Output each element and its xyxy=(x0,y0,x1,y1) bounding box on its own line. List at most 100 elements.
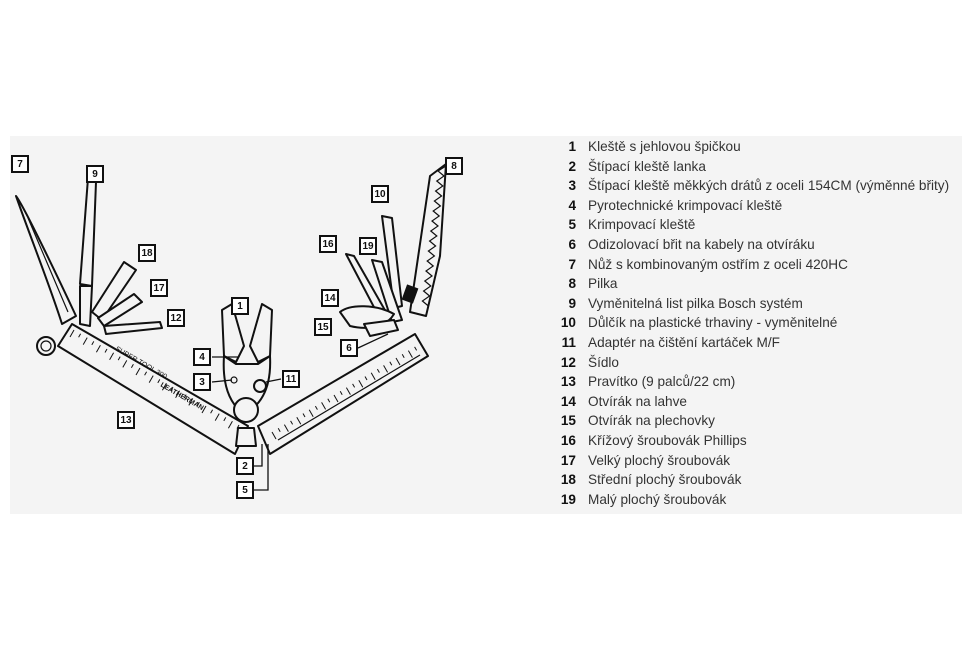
callout-5: 5 xyxy=(236,481,254,499)
legend-number: 8 xyxy=(568,276,576,292)
legend-item: 19 Malý plochý šroubovák xyxy=(560,490,949,510)
callout-15: 15 xyxy=(314,318,332,336)
callout-1: 1 xyxy=(231,297,249,315)
callout-number: 15 xyxy=(317,322,329,333)
legend-item: 17 Velký plochý šroubovák xyxy=(560,451,949,471)
legend-number: 6 xyxy=(568,236,576,252)
legend-item: 18 Střední plochý šroubovák xyxy=(560,470,949,490)
legend-item: 3 Štípací kleště měkkých drátů z oceli 15… xyxy=(560,176,949,196)
legend-item: 13 Pravítko (9 palců/22 cm) xyxy=(560,372,949,392)
legend-number: 4 xyxy=(568,197,576,213)
legend-label: Kleště s jehlovou špičkou xyxy=(588,139,741,154)
callout-number: 7 xyxy=(17,159,23,170)
legend-number: 9 xyxy=(568,295,576,311)
legend-number: 10 xyxy=(560,315,576,331)
legend-label: Důlčík na plastické trhaviny - vyměnitel… xyxy=(588,315,838,331)
callout-9: 9 xyxy=(86,165,104,183)
legend-item: 5 Krimpovací kleště xyxy=(560,215,949,235)
legend-number: 3 xyxy=(568,178,576,194)
callout-number: 4 xyxy=(199,352,205,363)
callout-4: 4 xyxy=(193,348,211,366)
callout-8: 8 xyxy=(445,157,463,175)
callout-number: 2 xyxy=(242,461,248,472)
callout-number: 14 xyxy=(324,293,336,304)
callout-number: 13 xyxy=(120,415,132,426)
leader-lines xyxy=(211,333,389,491)
callout-16: 16 xyxy=(319,235,337,253)
legend-item: 7 Nůž s kombinovaným ostřím z oceli 420HC xyxy=(560,255,949,275)
pliers-head xyxy=(221,303,273,447)
legend-label: Nůž s kombinovaným ostřím z oceli 420HC xyxy=(588,256,848,272)
legend-number: 17 xyxy=(560,452,576,468)
callout-3: 3 xyxy=(193,373,211,391)
legend-number: 7 xyxy=(568,256,576,272)
left-handle: LEATHERMAN SUPER TOOL 300 xyxy=(36,323,249,455)
legend-label: Malý plochý šroubovák xyxy=(588,491,727,507)
legend-label: Adaptér na čištění kartáček M/F xyxy=(588,334,780,350)
callout-number: 10 xyxy=(374,189,386,200)
callout-7: 7 xyxy=(11,155,29,173)
callout-number: 1 xyxy=(237,301,243,312)
legend-label: Štípací kleště lanka xyxy=(588,158,706,174)
legend-label: Štípací kleště měkkých drátů z oceli 154… xyxy=(588,178,950,194)
callout-number: 3 xyxy=(199,377,205,388)
multitool-diagram: LEATHERMAN SUPER TOOL 300 xyxy=(11,155,463,499)
callout-number: 19 xyxy=(362,241,374,252)
legend-item: 10 Důlčík na plastické trhaviny - vyměnit… xyxy=(560,313,949,333)
callout-number: 5 xyxy=(242,485,248,496)
callout-13: 13 xyxy=(117,411,135,429)
callout-19: 19 xyxy=(359,237,377,255)
legend-number: 13 xyxy=(560,374,576,390)
callout-2: 2 xyxy=(236,457,254,475)
legend-item: 16 Křížový šroubovák Phillips xyxy=(560,431,949,451)
legend-label: Pravítko (9 palců/22 cm) xyxy=(588,374,736,390)
legend-item: 8 Pilka xyxy=(560,274,949,294)
legend-number: 14 xyxy=(560,393,576,409)
legend-item: 9 Vyměnitelná list pilka Bosch systém xyxy=(560,294,949,314)
left-tools xyxy=(15,177,163,335)
legend-item: 6 Odizolovací břit na kabely na otvíráku xyxy=(560,235,949,255)
legend-label: Velký plochý šroubovák xyxy=(588,452,731,468)
callout-11: 11 xyxy=(282,370,300,388)
legend-number: 12 xyxy=(560,354,576,370)
legend-item: 15 Otvírák na plechovky xyxy=(560,411,949,431)
legend-label: Střední plochý šroubovák xyxy=(588,472,742,488)
callout-number: 16 xyxy=(322,239,334,250)
legend-item: 1 Kleště s jehlovou špičkou xyxy=(560,137,949,157)
callout-17: 17 xyxy=(150,279,168,297)
legend-item: 4 Pyrotechnické krimpovací kleště xyxy=(560,196,949,216)
ruler-ticks xyxy=(69,329,418,440)
legend-number: 2 xyxy=(568,158,576,174)
callout-18: 18 xyxy=(138,244,156,262)
legend-label: Otvírák na lahve xyxy=(588,393,687,409)
legend-label: Šídlo xyxy=(588,354,619,370)
legend-number: 5 xyxy=(568,217,576,233)
callout-number: 11 xyxy=(286,374,297,385)
legend-label: Pilka xyxy=(588,276,618,292)
callout-14: 14 xyxy=(321,289,339,307)
legend-label: Otvírák na plechovky xyxy=(588,413,715,429)
legend-label: Krimpovací kleště xyxy=(588,217,696,233)
legend-number: 18 xyxy=(560,472,576,488)
callout-number: 18 xyxy=(141,248,153,259)
legend-label: Pyrotechnické krimpovací kleště xyxy=(588,197,783,213)
saw-teeth xyxy=(421,165,447,307)
callout-10: 10 xyxy=(371,185,389,203)
callout-number: 6 xyxy=(346,343,352,354)
callout-number: 9 xyxy=(92,169,98,180)
legend-number: 15 xyxy=(560,413,576,429)
legend-label: Odizolovací břit na kabely na otvíráku xyxy=(588,236,815,252)
legend-item: 14 Otvírák na lahve xyxy=(560,392,949,412)
legend-item: 12 Šídlo xyxy=(560,353,949,373)
legend-number: 19 xyxy=(560,491,576,507)
callout-6: 6 xyxy=(340,339,358,357)
legend-label: Křížový šroubovák Phillips xyxy=(588,432,747,448)
legend-label: Vyměnitelná list pilka Bosch systém xyxy=(588,295,803,311)
callout-12: 12 xyxy=(167,309,185,327)
legend-number: 1 xyxy=(568,139,576,154)
legend-number: 16 xyxy=(560,432,576,448)
legend-item: 2 Štípací kleště lanka xyxy=(560,157,949,177)
